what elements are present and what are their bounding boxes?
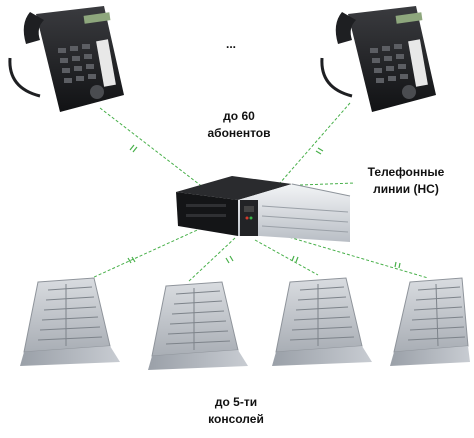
subscribers-label-line1: до 60 xyxy=(223,109,255,123)
lines-label-line2: линии (НС) xyxy=(373,182,439,196)
phone-right xyxy=(320,6,436,112)
link-console-1 xyxy=(91,225,207,279)
link-console-2 xyxy=(187,237,236,283)
link-lines xyxy=(299,182,356,186)
pbx-unit xyxy=(176,176,351,242)
link-console-3 xyxy=(254,239,319,276)
connection-lines xyxy=(91,102,429,283)
console-3 xyxy=(272,277,372,366)
lines-label: Телефонные линии (НС) xyxy=(356,164,456,198)
ellipsis-label: ... xyxy=(226,37,236,51)
console-2 xyxy=(148,281,248,370)
console-4 xyxy=(390,277,470,366)
link-console-4 xyxy=(274,232,429,279)
lines-label-line1: Телефонные xyxy=(367,165,445,179)
subscribers-label-line2: абонентов xyxy=(207,126,271,140)
subscribers-label: до 60 абонентов xyxy=(194,108,284,142)
consoles-label: до 5-ти консолей xyxy=(196,394,276,428)
consoles-label-line2: консолей xyxy=(208,412,264,426)
link-phone-left xyxy=(99,107,205,189)
consoles-label-line1: до 5-ти xyxy=(214,395,258,409)
console-1 xyxy=(20,277,120,366)
link-marks xyxy=(127,144,401,269)
phone-left xyxy=(8,6,124,112)
link-phone-right xyxy=(279,102,351,184)
